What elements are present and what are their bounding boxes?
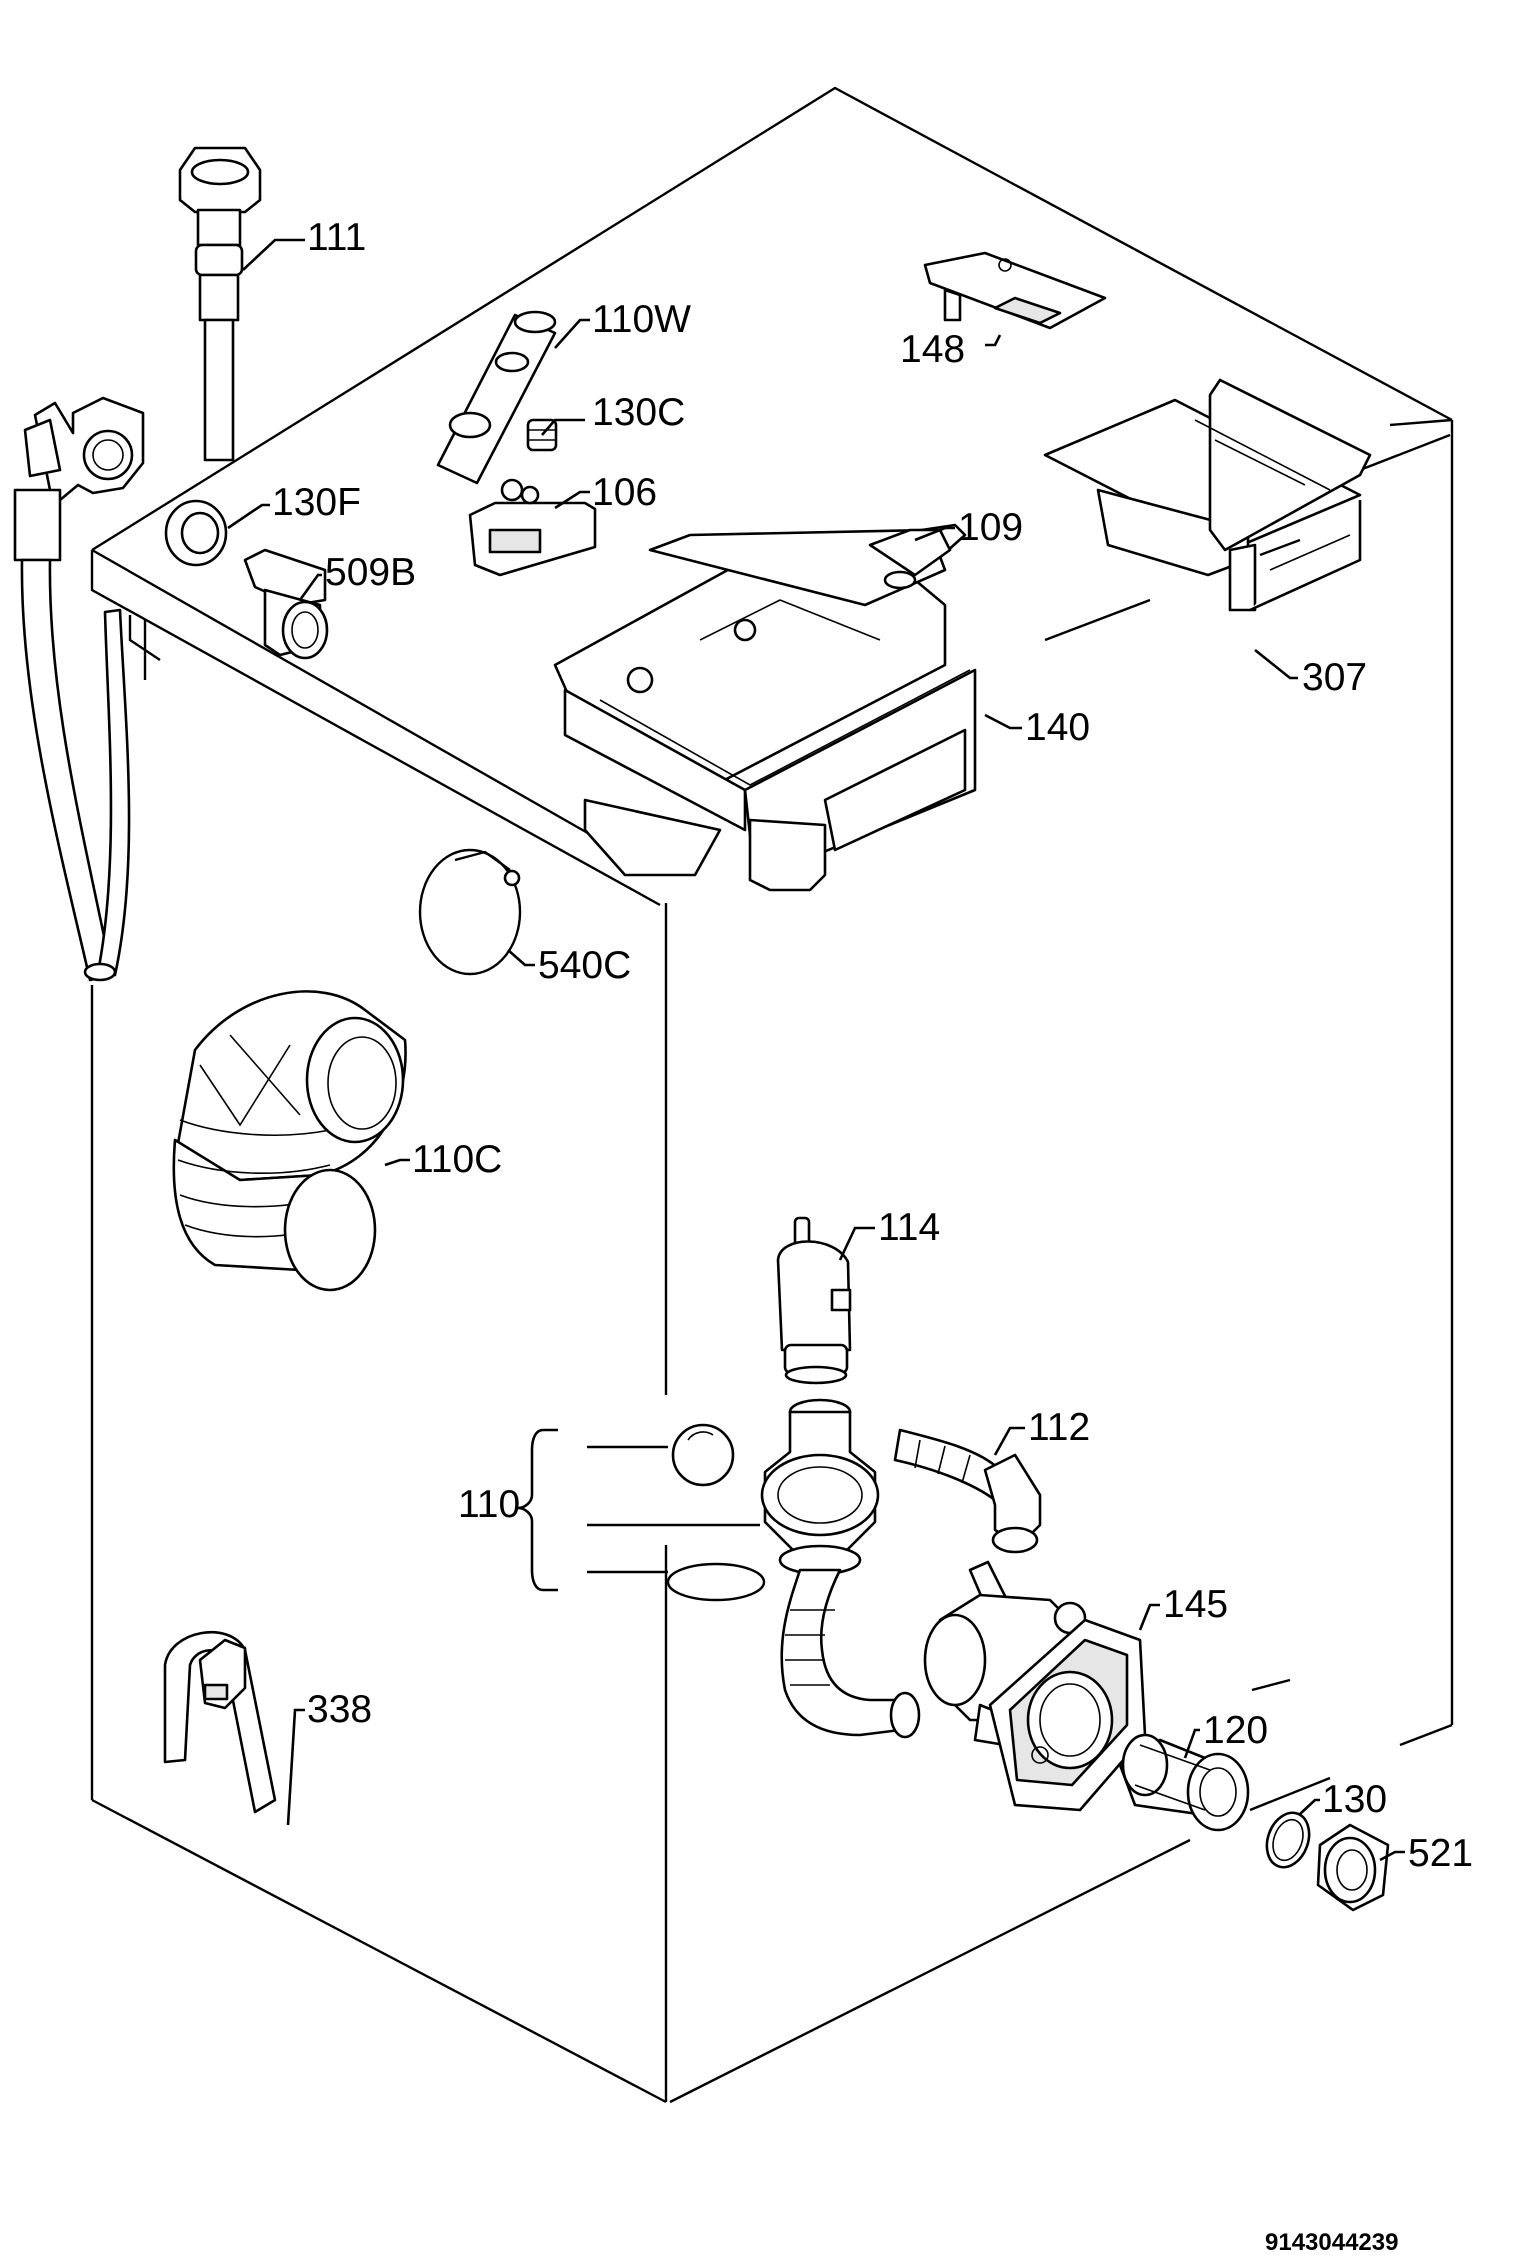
part-label-drain-hose: 112 — [1028, 1406, 1090, 1449]
part-114-pressure-chamber — [776, 1216, 852, 1385]
part-label-hose-hook: 338 — [307, 1688, 372, 1731]
part-521-plug — [1316, 1823, 1390, 1912]
part-label-small-bush: 130C — [592, 391, 685, 434]
part-label-filter-plug: 521 — [1408, 1832, 1473, 1875]
group-label-110: 110 — [458, 1483, 520, 1526]
part-140-dispenser-housing — [553, 523, 977, 892]
leader-lines — [227, 238, 1405, 1862]
part-111-inlet-hose-long — [13, 396, 145, 982]
part-338-hook — [163, 1630, 277, 1814]
part-label-dispenser-insert: 148 — [900, 328, 965, 371]
part-111-inlet-hose — [178, 146, 262, 462]
part-110W-connector — [436, 310, 557, 485]
part-label-drain-pump: 145 — [1163, 1583, 1228, 1626]
part-label-ring-nut: 130F — [272, 481, 361, 524]
part-148-insert — [923, 251, 1107, 330]
part-labels: 111 110W 130C 148 130F 106 509B 109 307 140 540C 11… — [272, 216, 1473, 1875]
part-label-hose-connector: 110W — [592, 298, 691, 341]
part-110C-bellows — [172, 990, 407, 1292]
part-307-drawer — [1043, 378, 1372, 612]
part-145-drain-pump — [923, 1593, 1147, 1812]
part-509B-elbow — [243, 548, 329, 660]
part-label-elbow-fitting: 509B — [325, 551, 416, 594]
part-label-hose-clamp: 540C — [538, 944, 631, 987]
part-540C-clamp — [418, 848, 522, 976]
part-112-drain-hose — [893, 1428, 1042, 1614]
part-label-gasket-ring: 130 — [1322, 1778, 1387, 1821]
part-110-sump-group — [666, 1398, 921, 1739]
document-number: 9143044239 — [1265, 2229, 1398, 2256]
part-120-filter — [1118, 1733, 1250, 1832]
part-label-dispenser-housing: 140 — [1025, 706, 1090, 749]
part-130-gasket — [1265, 1811, 1311, 1869]
part-label-pressure-chamber: 114 — [878, 1206, 940, 1249]
part-label-solenoid-valve: 106 — [592, 471, 657, 514]
part-label-inlet-hose: 111 — [307, 216, 366, 259]
part-label-pump-filter: 120 — [1203, 1709, 1268, 1752]
part-label-drum-bellows-hose: 110C — [412, 1138, 502, 1181]
part-label-detergent-drawer: 307 — [1302, 656, 1367, 699]
cabinet-outline — [90, 86, 1454, 2104]
part-label-dispenser-cover: 109 — [958, 506, 1023, 549]
part-130F-ring-nut — [164, 499, 228, 567]
part-106-solenoid-valve — [468, 478, 597, 577]
